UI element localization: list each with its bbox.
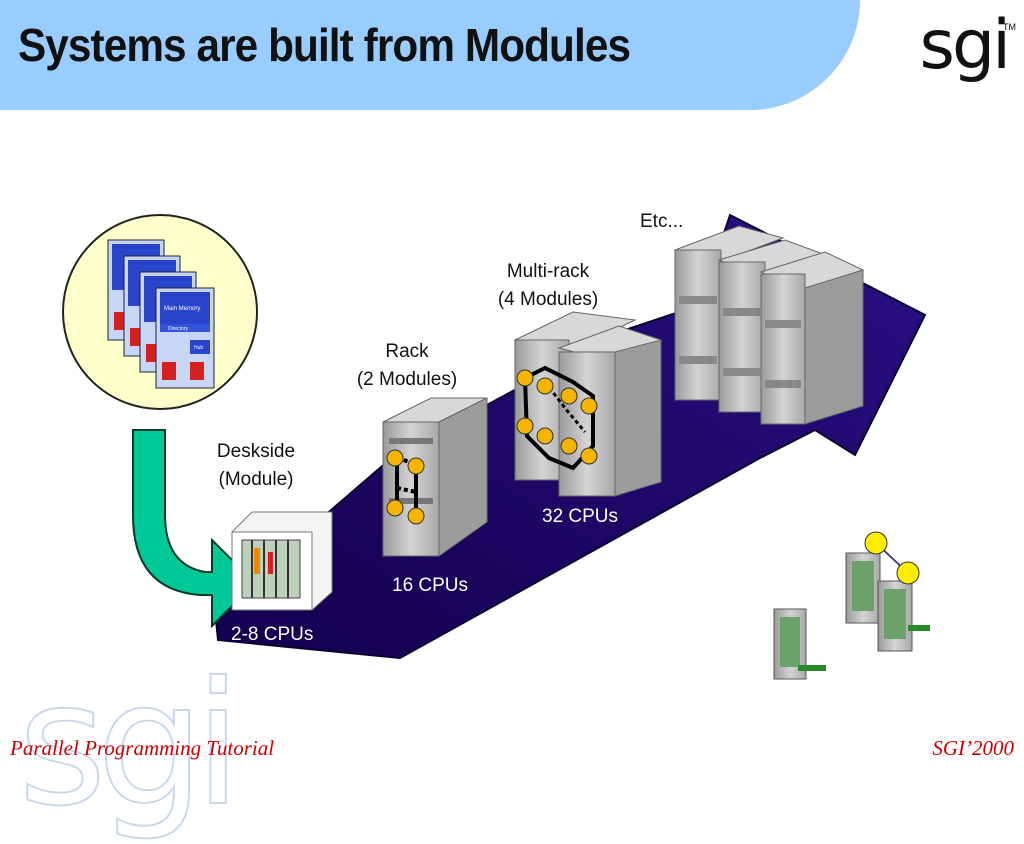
board-hub-label: Hub [194, 345, 203, 351]
deskside-label-line2: (Module) [218, 468, 294, 490]
rack-label-line2: (2 Modules) [356, 368, 458, 390]
rack-cabinet [382, 397, 488, 557]
slide-title: Systems are built from Modules [18, 19, 631, 71]
cpus-16-label: 16 CPUs [392, 575, 469, 596]
rack-label: Rack (2 Modules) [337, 338, 477, 393]
multirack-label-line1: Multi-rack [506, 261, 590, 282]
sgi-logo: sgi [919, 6, 1012, 85]
deskside-label-line1: Deskside [216, 441, 296, 462]
module-board-stack: Main Memory Directory Hub [107, 239, 215, 389]
etc-label: Etc... [640, 211, 684, 232]
deskside-label: Deskside (Module) [196, 438, 316, 493]
module-board-front: Main Memory Directory Hub [155, 287, 215, 389]
board-directory-label: Directory [168, 326, 189, 332]
trademark-mark: TM [1003, 22, 1016, 32]
multirack-label: Multi-rack (4 Modules) [478, 258, 618, 313]
etc-cabinets [673, 225, 865, 425]
cpus-2-8-label: 2-8 CPUs [231, 624, 314, 645]
deskside-module [231, 511, 333, 611]
inset-illustration [768, 525, 930, 685]
footer-tutorial-title: Parallel Programming Tutorial [10, 736, 275, 760]
modules-diagram: Main Memory Directory Hub [62, 213, 930, 685]
board-main-memory-label: Main Memory [164, 306, 200, 312]
cpus-128-label: ..128 CPUs [747, 456, 845, 477]
multirack-label-line2: (4 Modules) [497, 288, 599, 310]
cpus-32-label: 32 CPUs [542, 506, 619, 527]
title-band [0, 0, 860, 110]
footer-sgi-year: SGI’2000 [932, 736, 1014, 760]
rack-label-line1: Rack [385, 341, 429, 362]
multirack-cabinets [513, 311, 663, 497]
